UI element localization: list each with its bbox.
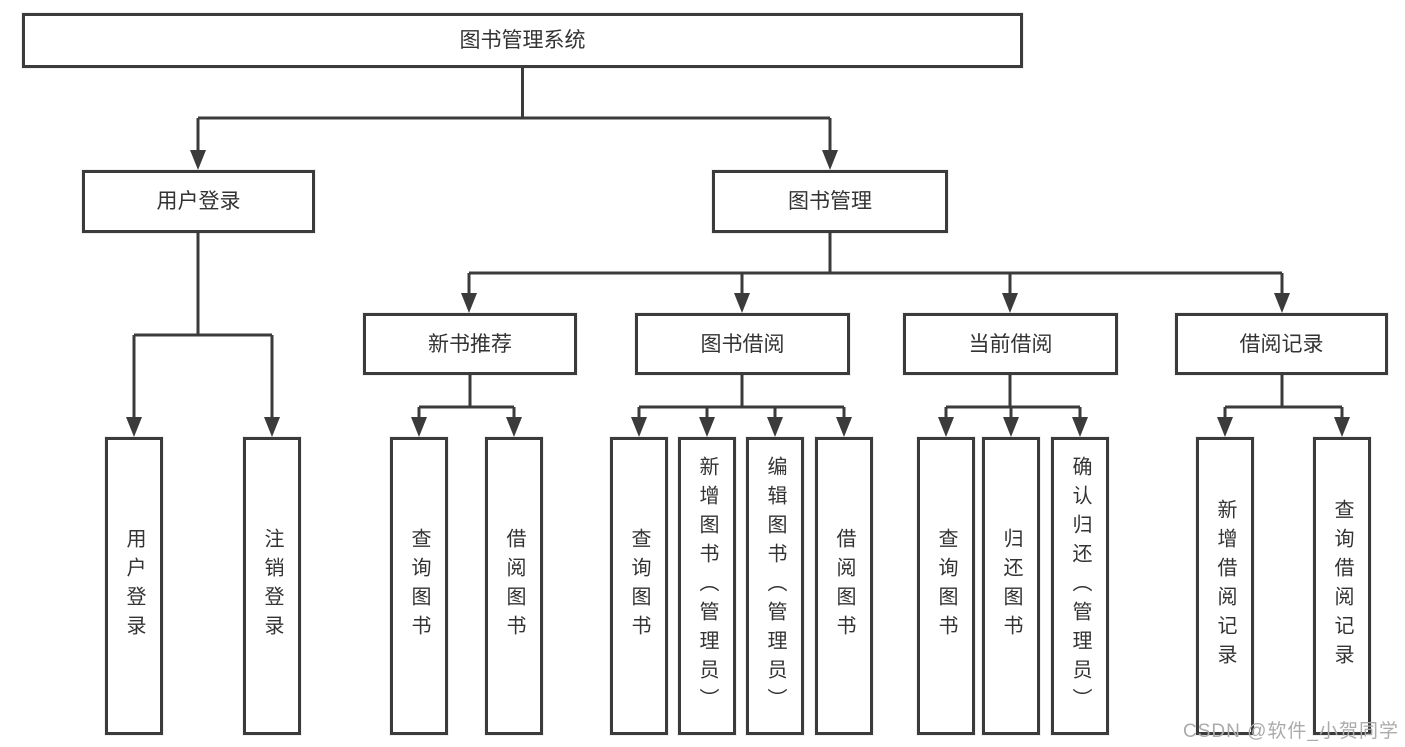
arrowhead bbox=[836, 417, 852, 437]
leaf-add-books-admin: 新增图书（管理员） bbox=[678, 437, 736, 735]
node-library-management-system: 图书管理系统 bbox=[22, 13, 1023, 68]
connector-borrow-records-to-leaves bbox=[1217, 375, 1350, 437]
node-label: 查询图书 bbox=[628, 528, 650, 644]
leaf-query-books: 查询图书 bbox=[390, 437, 448, 735]
node-borrowing-records: 借阅记录 bbox=[1175, 313, 1388, 375]
connector-new-book-rec-to-leaves bbox=[411, 375, 522, 437]
node-label: 图书管理 bbox=[788, 190, 872, 213]
leaf-borrow-books: 借阅图书 bbox=[815, 437, 873, 735]
csdn-watermark: CSDN @软件_小贺同学 bbox=[1183, 721, 1399, 742]
arrowhead bbox=[734, 293, 750, 313]
leaf-add-borrow-record: 新增借阅记录 bbox=[1196, 437, 1254, 735]
leaf-logout: 注销登录 bbox=[243, 437, 301, 735]
arrowhead bbox=[1274, 293, 1290, 313]
leaf-query-books: 查询图书 bbox=[610, 437, 668, 735]
node-label: 用户登录 bbox=[123, 528, 145, 644]
arrowhead bbox=[1002, 293, 1018, 313]
leaf-user-login: 用户登录 bbox=[105, 437, 163, 735]
node-label: 新增借阅记录 bbox=[1214, 499, 1236, 673]
arrowhead bbox=[190, 150, 206, 170]
leaf-confirm-return-admin: 确认归还（管理员） bbox=[1051, 437, 1109, 735]
node-label: 查询借阅记录 bbox=[1331, 499, 1353, 673]
node-label: 确认归还（管理员） bbox=[1069, 455, 1091, 717]
arrowhead bbox=[938, 417, 954, 437]
arrowhead bbox=[411, 417, 427, 437]
node-label: 借阅记录 bbox=[1239, 332, 1324, 356]
node-label: 借阅图书 bbox=[503, 528, 525, 644]
leaf-query-borrow-record: 查询借阅记录 bbox=[1313, 437, 1371, 735]
arrowhead bbox=[699, 417, 715, 437]
leaf-return-books: 归还图书 bbox=[982, 437, 1040, 735]
node-label: 注销登录 bbox=[261, 528, 283, 644]
arrowhead bbox=[1334, 417, 1350, 437]
node-book-management: 图书管理 bbox=[712, 170, 948, 233]
node-label: 新增图书（管理员） bbox=[696, 455, 718, 717]
node-label: 图书管理系统 bbox=[459, 29, 586, 52]
leaf-query-books: 查询图书 bbox=[917, 437, 975, 735]
arrowhead bbox=[822, 150, 838, 170]
node-label: 编辑图书（管理员） bbox=[764, 455, 786, 717]
connector-user-login-to-leaves bbox=[126, 233, 280, 437]
arrowhead bbox=[767, 417, 783, 437]
node-label: 新书推荐 bbox=[428, 332, 512, 356]
connector-book-borrow-to-leaves bbox=[631, 375, 852, 437]
node-label: 当前借阅 bbox=[968, 332, 1053, 356]
node-user-login: 用户登录 bbox=[82, 170, 315, 233]
leaf-borrow-books: 借阅图书 bbox=[485, 437, 543, 735]
node-label: 借阅图书 bbox=[833, 528, 855, 644]
connector-root-to-level2 bbox=[190, 68, 838, 170]
arrowhead bbox=[264, 417, 280, 437]
arrowhead bbox=[1072, 417, 1088, 437]
arrowhead bbox=[631, 417, 647, 437]
node-label: 查询图书 bbox=[935, 528, 957, 644]
node-label: 用户登录 bbox=[156, 190, 241, 213]
node-book-borrowing: 图书借阅 bbox=[635, 313, 850, 375]
node-label: 归还图书 bbox=[1000, 528, 1022, 644]
node-new-book-recommendation: 新书推荐 bbox=[363, 313, 577, 375]
connector-current-borrow-to-leaves bbox=[938, 375, 1088, 437]
node-label: 查询图书 bbox=[408, 528, 430, 644]
arrowhead bbox=[1003, 417, 1019, 437]
arrowhead bbox=[126, 417, 142, 437]
leaf-edit-books-admin: 编辑图书（管理员） bbox=[746, 437, 804, 735]
arrowhead bbox=[461, 293, 477, 313]
arrowhead bbox=[1217, 417, 1233, 437]
connector-book-mgmt-to-level3 bbox=[461, 233, 1290, 313]
arrowhead bbox=[506, 417, 522, 437]
node-current-borrowing: 当前借阅 bbox=[903, 313, 1118, 375]
node-label: 图书借阅 bbox=[700, 332, 785, 356]
